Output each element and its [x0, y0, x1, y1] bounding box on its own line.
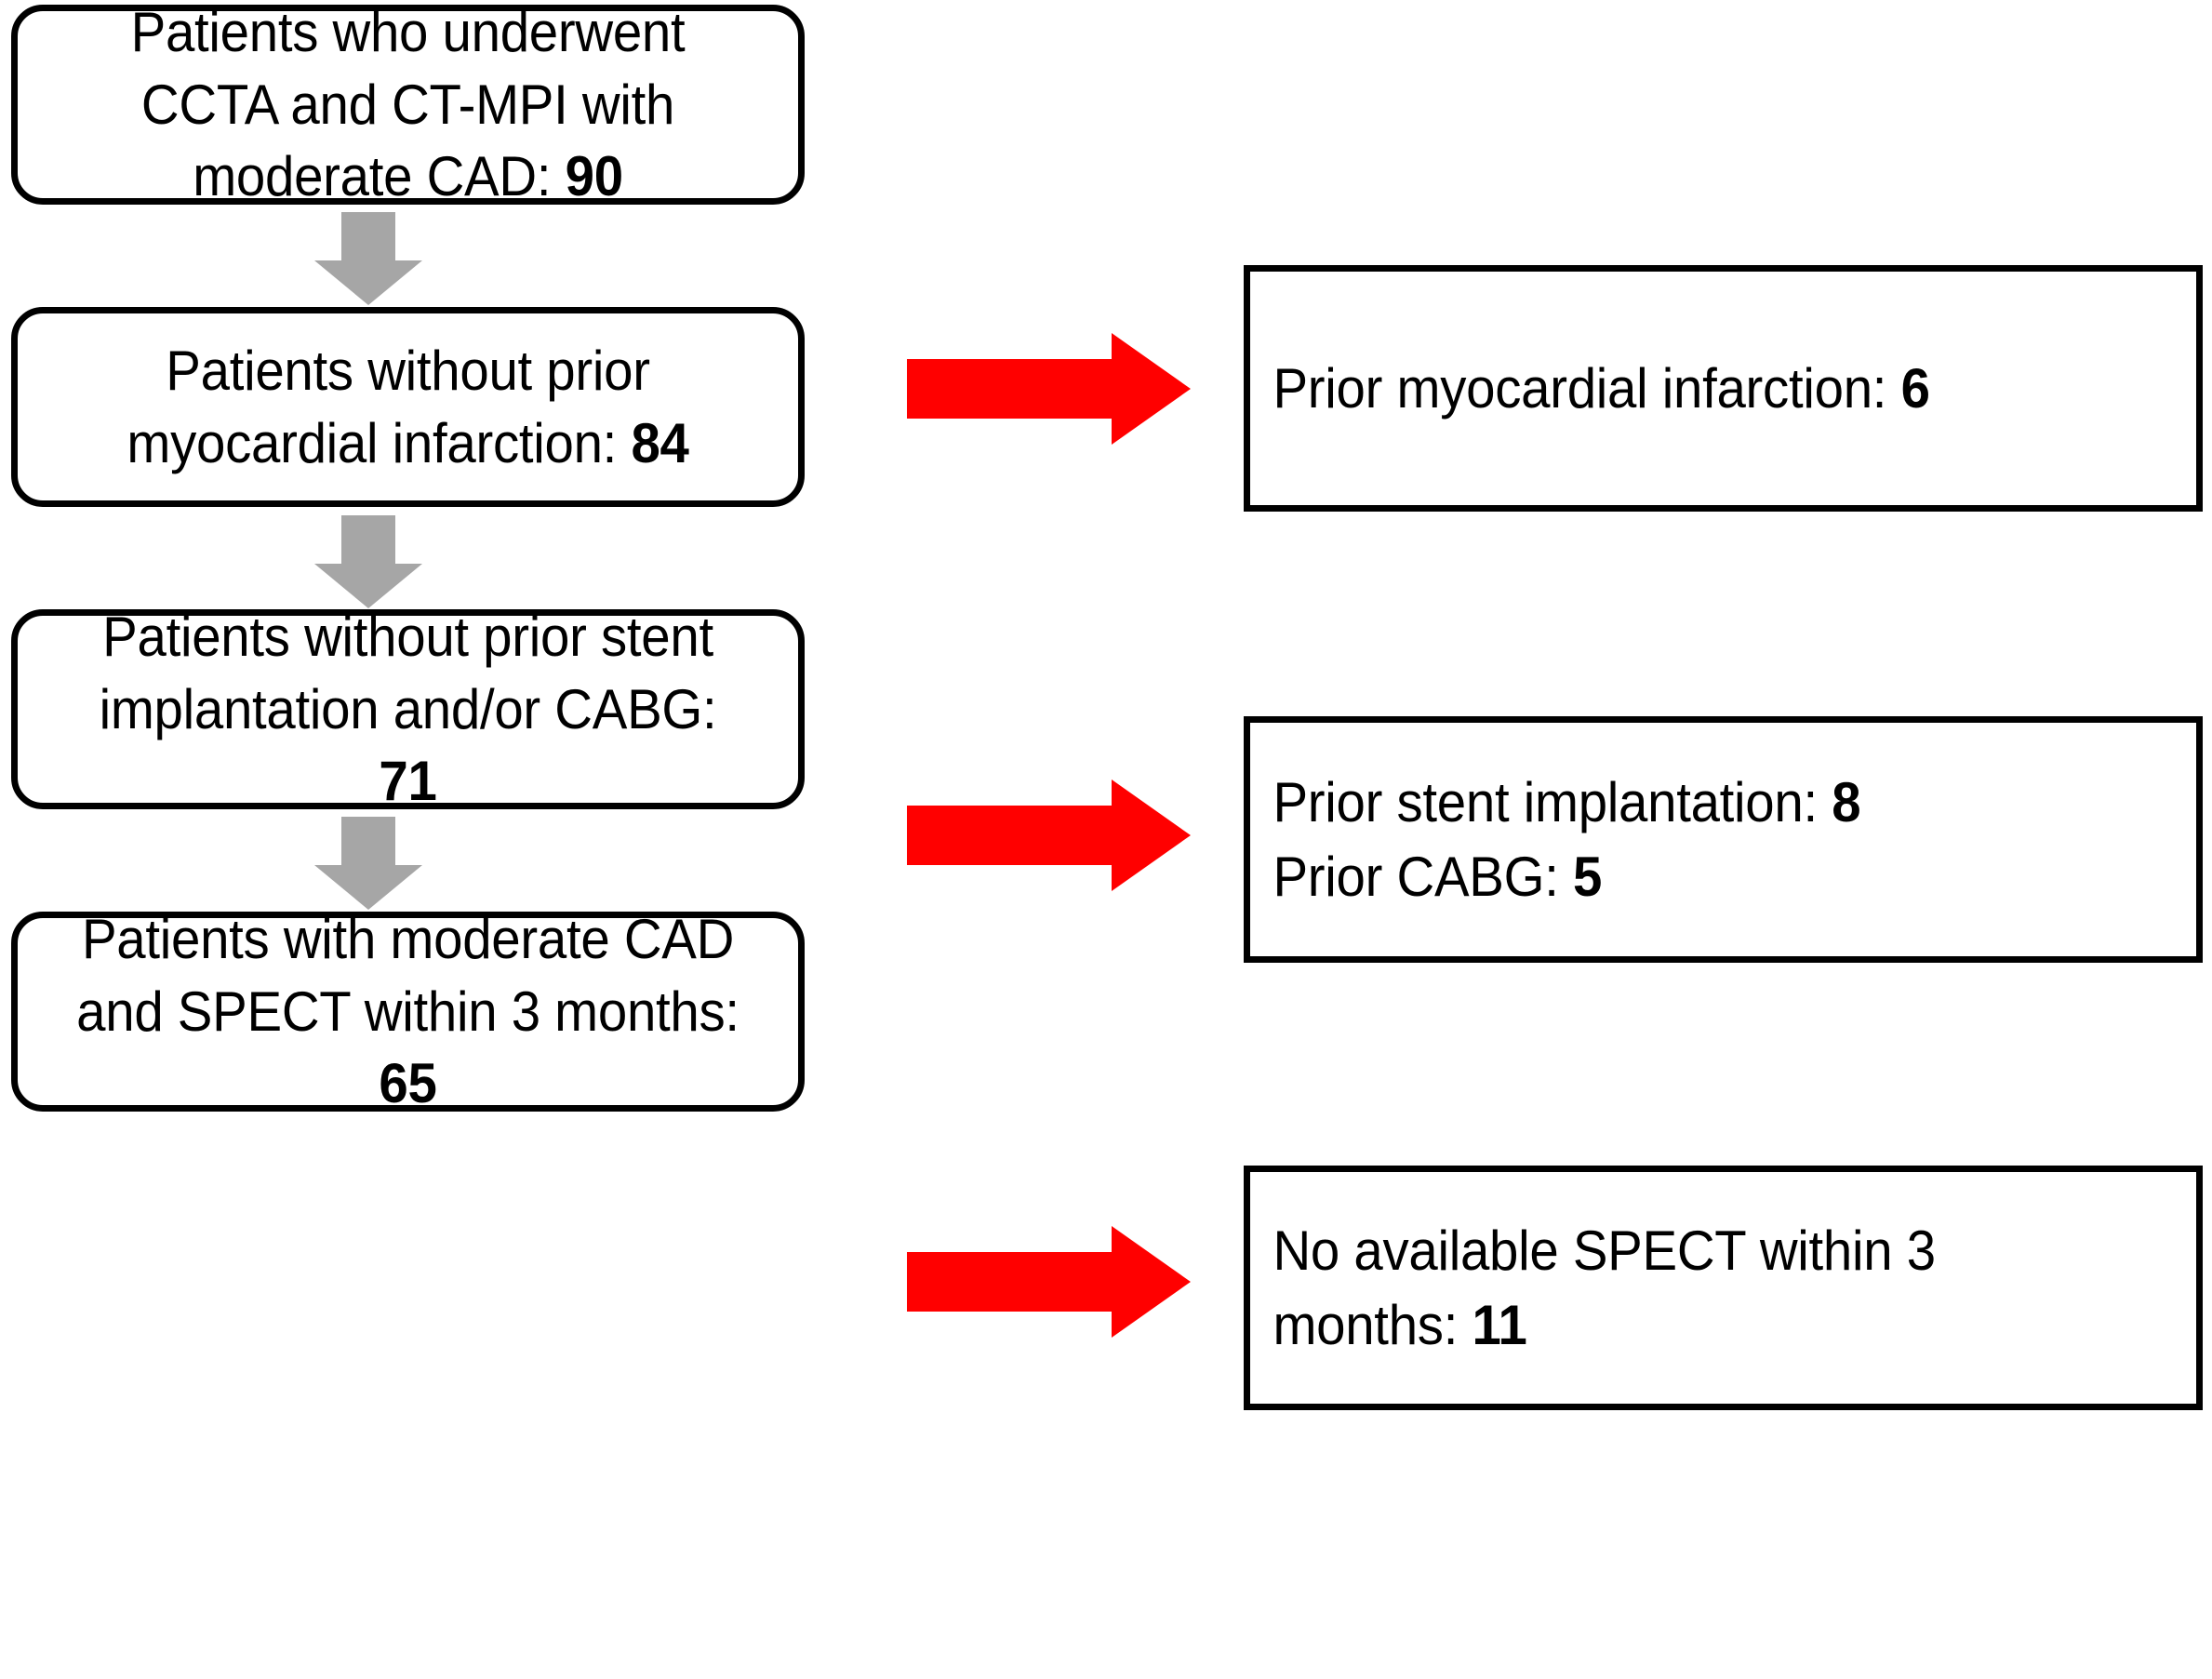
flow-box-no-prior-mi[interactable]: Patients without prior myocardial infarc… — [11, 307, 805, 507]
flow-box-final-cohort-label: Patients with moderate CAD and SPECT wit… — [76, 908, 740, 1043]
exclusion-box-cabg-count: 5 — [1572, 845, 1603, 908]
down-arrow-2 — [314, 515, 422, 608]
right-arrow-1 — [907, 333, 1191, 445]
flow-box-no-prior-mi-count: 84 — [631, 411, 689, 474]
exclusion-box-no-spect-label: No available SPECT within 3 months: — [1273, 1219, 1936, 1356]
exclusion-box-stent-label: Prior stent implantation: — [1273, 771, 1832, 834]
exclusion-line-cabg: Prior CABG: 5 — [1273, 840, 1860, 913]
flow-box-no-prior-stent-cabg-label: Patients without prior stent implantatio… — [99, 606, 717, 740]
flow-box-no-prior-stent-cabg[interactable]: Patients without prior stent implantatio… — [11, 606, 805, 812]
exclusion-box-no-spect-count: 11 — [1472, 1293, 1527, 1356]
flow-box-final-cohort-count: 65 — [379, 1052, 437, 1115]
exclusion-box-stent-cabg[interactable]: Prior stent implantation: 8 Prior CABG: … — [1244, 716, 2203, 963]
down-arrow-3 — [314, 817, 422, 910]
flow-box-no-prior-stent-cabg-count: 71 — [379, 750, 437, 813]
right-arrow-2 — [907, 780, 1191, 891]
exclusion-box-stent-cabg-text: Prior stent implantation: 8 Prior CABG: … — [1250, 766, 1884, 913]
down-arrow-1 — [314, 212, 422, 305]
exclusion-box-no-spect[interactable]: No available SPECT within 3 months: 11 — [1244, 1166, 2203, 1410]
flow-box-enrolled-count: 90 — [565, 145, 623, 208]
exclusion-line-stent: Prior stent implantation: 8 — [1273, 766, 1860, 839]
exclusion-box-cabg-label: Prior CABG: — [1273, 845, 1573, 908]
exclusion-box-prior-mi-count: 6 — [1900, 356, 1930, 420]
exclusion-box-no-spect-text: No available SPECT within 3 months: 11 — [1250, 1214, 2139, 1361]
flow-box-final-cohort-text: Patients with moderate CAD and SPECT wit… — [41, 903, 775, 1119]
flow-box-final-cohort[interactable]: Patients with moderate CAD and SPECT wit… — [11, 908, 805, 1114]
right-arrow-3 — [907, 1226, 1191, 1338]
exclusion-box-stent-count: 8 — [1832, 771, 1861, 834]
flow-box-enrolled[interactable]: Patients who underwent CCTA and CT-MPI w… — [11, 1, 805, 207]
flow-box-enrolled-label: Patients who underwent CCTA and CT-MPI w… — [130, 1, 686, 208]
exclusion-box-prior-mi[interactable]: Prior myocardial infarction: 6 — [1244, 265, 2203, 512]
flow-box-no-prior-stent-cabg-text: Patients without prior stent implantatio… — [41, 601, 775, 817]
flow-box-enrolled-text: Patients who underwent CCTA and CT-MPI w… — [41, 0, 775, 213]
exclusion-box-prior-mi-text: Prior myocardial infarction: 6 — [1250, 352, 1952, 425]
flow-box-no-prior-mi-label: Patients without prior myocardial infarc… — [127, 340, 650, 474]
flow-box-no-prior-mi-text: Patients without prior myocardial infarc… — [41, 335, 775, 479]
exclusion-box-prior-mi-label: Prior myocardial infarction: — [1273, 356, 1901, 420]
